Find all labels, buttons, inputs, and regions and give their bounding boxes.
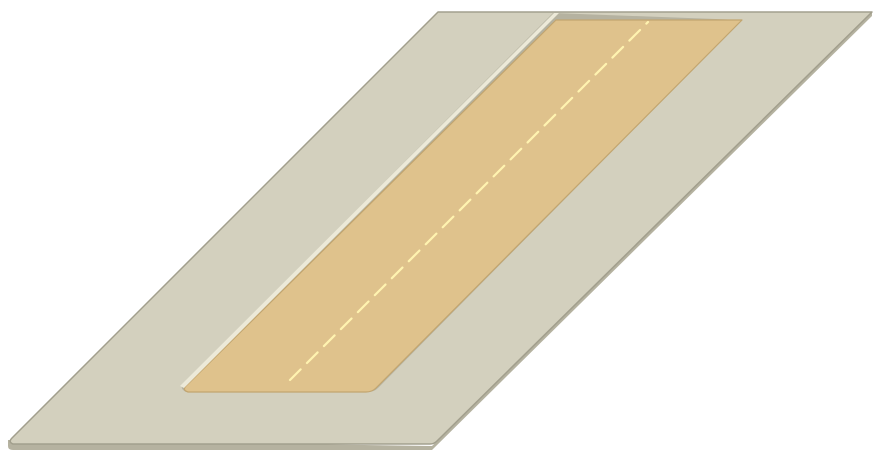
road-curb-highlight xyxy=(180,13,559,388)
lane-marking xyxy=(288,20,650,382)
